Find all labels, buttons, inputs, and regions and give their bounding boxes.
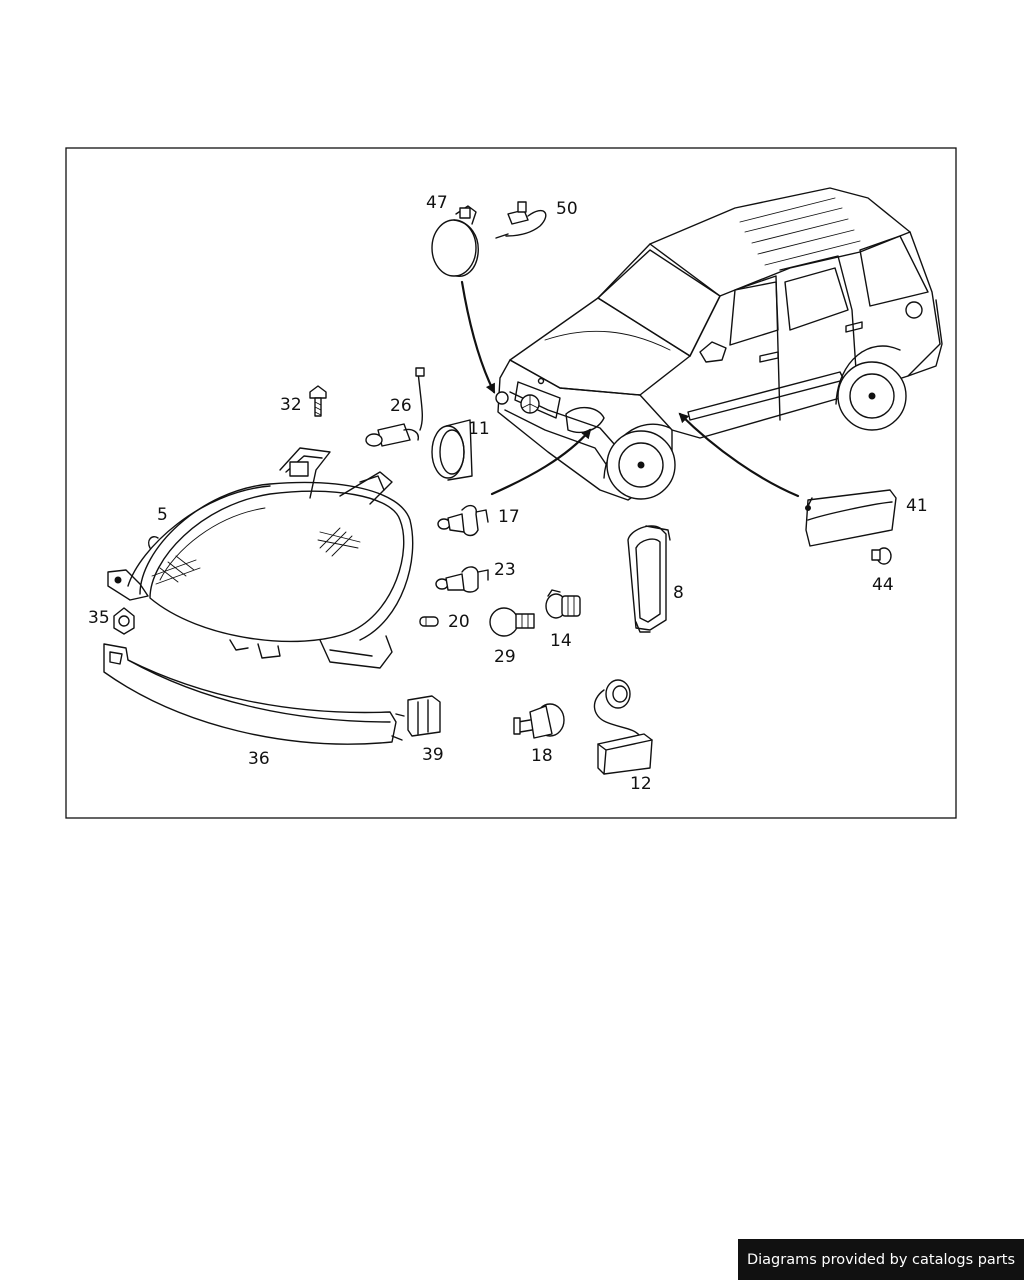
trim-strip-36: [103, 643, 405, 745]
callout-18: 18: [531, 746, 553, 766]
callout-44: 44: [872, 575, 894, 595]
side-marker-41: [805, 489, 897, 547]
bulb-26: [365, 367, 425, 447]
bolt-32: [309, 385, 327, 417]
vehicle-drawing: [495, 187, 943, 501]
callout-32: 32: [280, 395, 302, 415]
socket-connector-12: [593, 679, 653, 775]
callout-35: 35: [88, 608, 110, 628]
callout-14: 14: [550, 631, 572, 651]
clip-39: [407, 695, 441, 737]
footer-banner: Diagrams provided by catalogs parts: [738, 1239, 1024, 1280]
bulb-50: [495, 201, 547, 239]
callout-11: 11: [468, 419, 490, 439]
diagram-frame: [65, 147, 957, 819]
fog-lamp: [431, 205, 479, 277]
pointer-arrows: [460, 280, 800, 498]
callout-17: 17: [498, 507, 520, 527]
callout-8: 8: [673, 583, 684, 603]
callout-47: 47: [426, 193, 448, 213]
callout-36: 36: [248, 749, 270, 769]
callout-29: 29: [494, 647, 516, 667]
callout-labels: 47 50 32 26 11 5 17 23 20 35 29 14 8 41 …: [88, 193, 928, 794]
callout-20: 20: [448, 612, 470, 632]
bulb-44: [871, 547, 892, 565]
callout-23: 23: [494, 560, 516, 580]
callout-12: 12: [630, 774, 652, 794]
bulb-17: [437, 504, 489, 537]
retaining-ring-11: [431, 419, 473, 481]
footer-text: Diagrams provided by catalogs parts: [746, 1251, 1016, 1268]
bulb-29: [489, 607, 535, 637]
clip-35: [113, 607, 135, 635]
callout-5: 5: [157, 505, 168, 525]
turn-signal-8: [627, 525, 671, 633]
callout-41: 41: [906, 496, 928, 516]
callout-39: 39: [422, 745, 444, 765]
callout-50: 50: [556, 199, 578, 219]
socket-18: [513, 703, 565, 739]
bulb-20: [419, 616, 439, 627]
bulb-23: [435, 566, 489, 593]
socket-14: [545, 589, 581, 619]
callout-26: 26: [390, 396, 412, 416]
headlight-assembly: [107, 447, 414, 669]
